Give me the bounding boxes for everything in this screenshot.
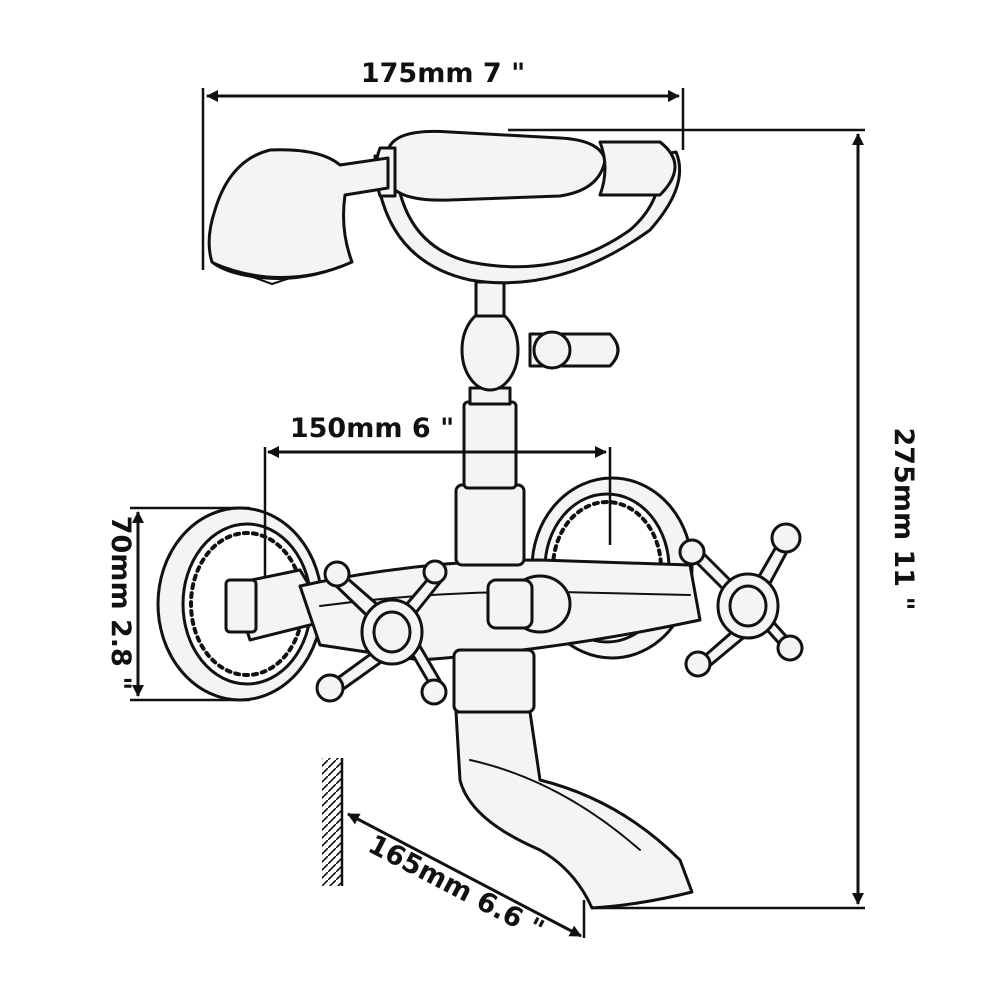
wall-hatch [322,758,344,886]
dimension-height-total [508,128,865,910]
dimension-width-top [201,88,685,270]
label-height-total: 275mm 11 " [888,427,919,610]
label-plate-diameter: 70mm 2.8 " [105,516,136,691]
label-spout-reach: 165mm 6.6 " [363,829,549,946]
cross-handle-right [678,522,804,678]
cradle-hook [373,150,682,285]
handshower-head [207,148,390,281]
label-spacing-center: 150mm 6 " [290,413,454,444]
handshower-handle [386,129,607,202]
spout [452,648,694,910]
dimension-spout-reach [347,812,586,938]
label-width-top: 175mm 7 " [361,58,525,89]
handshower-collar [598,140,677,197]
cross-handle-left [315,559,448,706]
dimension-spacing-center [263,446,612,578]
riser-column [454,280,620,567]
dimension-plate-diameter [130,506,250,702]
